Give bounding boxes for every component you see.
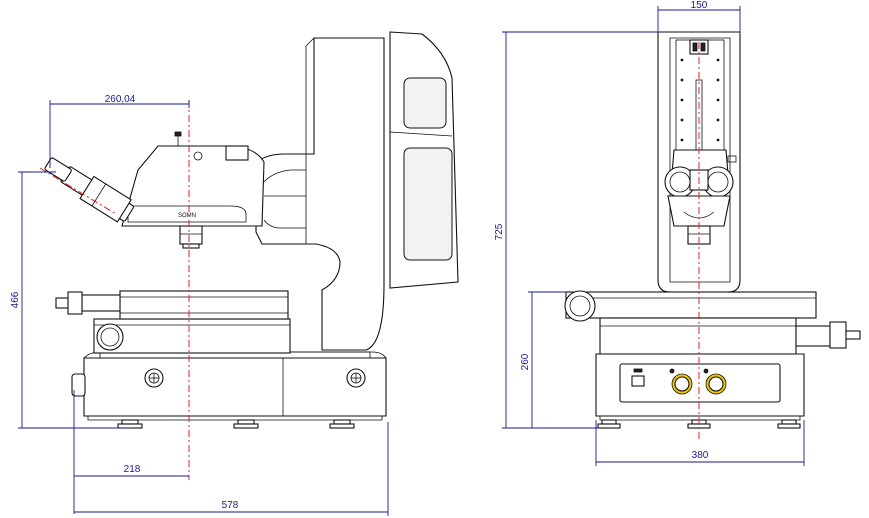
front-view	[564, 31, 861, 440]
dim-side-depth: 578	[222, 500, 239, 511]
front-upper-stage	[565, 291, 817, 319]
dim-axis-offset: 218	[124, 464, 141, 475]
dim-front-column-width: 150	[691, 0, 708, 11]
front-eyepieces	[664, 166, 734, 198]
front-knob-left	[669, 368, 693, 395]
side-objective	[179, 225, 203, 245]
side-base-knob	[71, 373, 86, 397]
side-dimensions: 260,04 466 218 578	[10, 94, 389, 516]
front-power-switch	[631, 375, 645, 387]
side-eyepiece-tube	[44, 157, 134, 223]
front-knob-right	[703, 368, 727, 395]
side-feet	[117, 419, 355, 429]
front-dimensions: 150 725 260 380	[494, 0, 805, 466]
dim-front-stage-height: 260	[520, 353, 531, 370]
side-arm	[255, 37, 385, 351]
side-model-badge: SOMN	[178, 213, 196, 219]
front-micrometer	[795, 321, 861, 349]
side-stage-handwheel	[96, 323, 124, 351]
side-upper-stage	[119, 290, 289, 320]
dim-side-height: 466	[10, 291, 21, 308]
dim-front-total-height: 725	[494, 223, 505, 240]
side-view: SOMN	[39, 31, 459, 480]
front-control-panel	[619, 363, 781, 403]
side-base-screw-right	[346, 368, 366, 388]
side-base-screw-left	[144, 368, 164, 388]
side-base	[83, 357, 387, 417]
dim-front-base-width: 380	[692, 450, 709, 461]
front-lower-stage	[599, 317, 797, 355]
front-column-holes	[680, 58, 720, 142]
dim-eyepiece-reach: 260,04	[105, 94, 136, 105]
side-micrometer	[55, 291, 121, 315]
front-stage-handwheel	[564, 290, 596, 322]
